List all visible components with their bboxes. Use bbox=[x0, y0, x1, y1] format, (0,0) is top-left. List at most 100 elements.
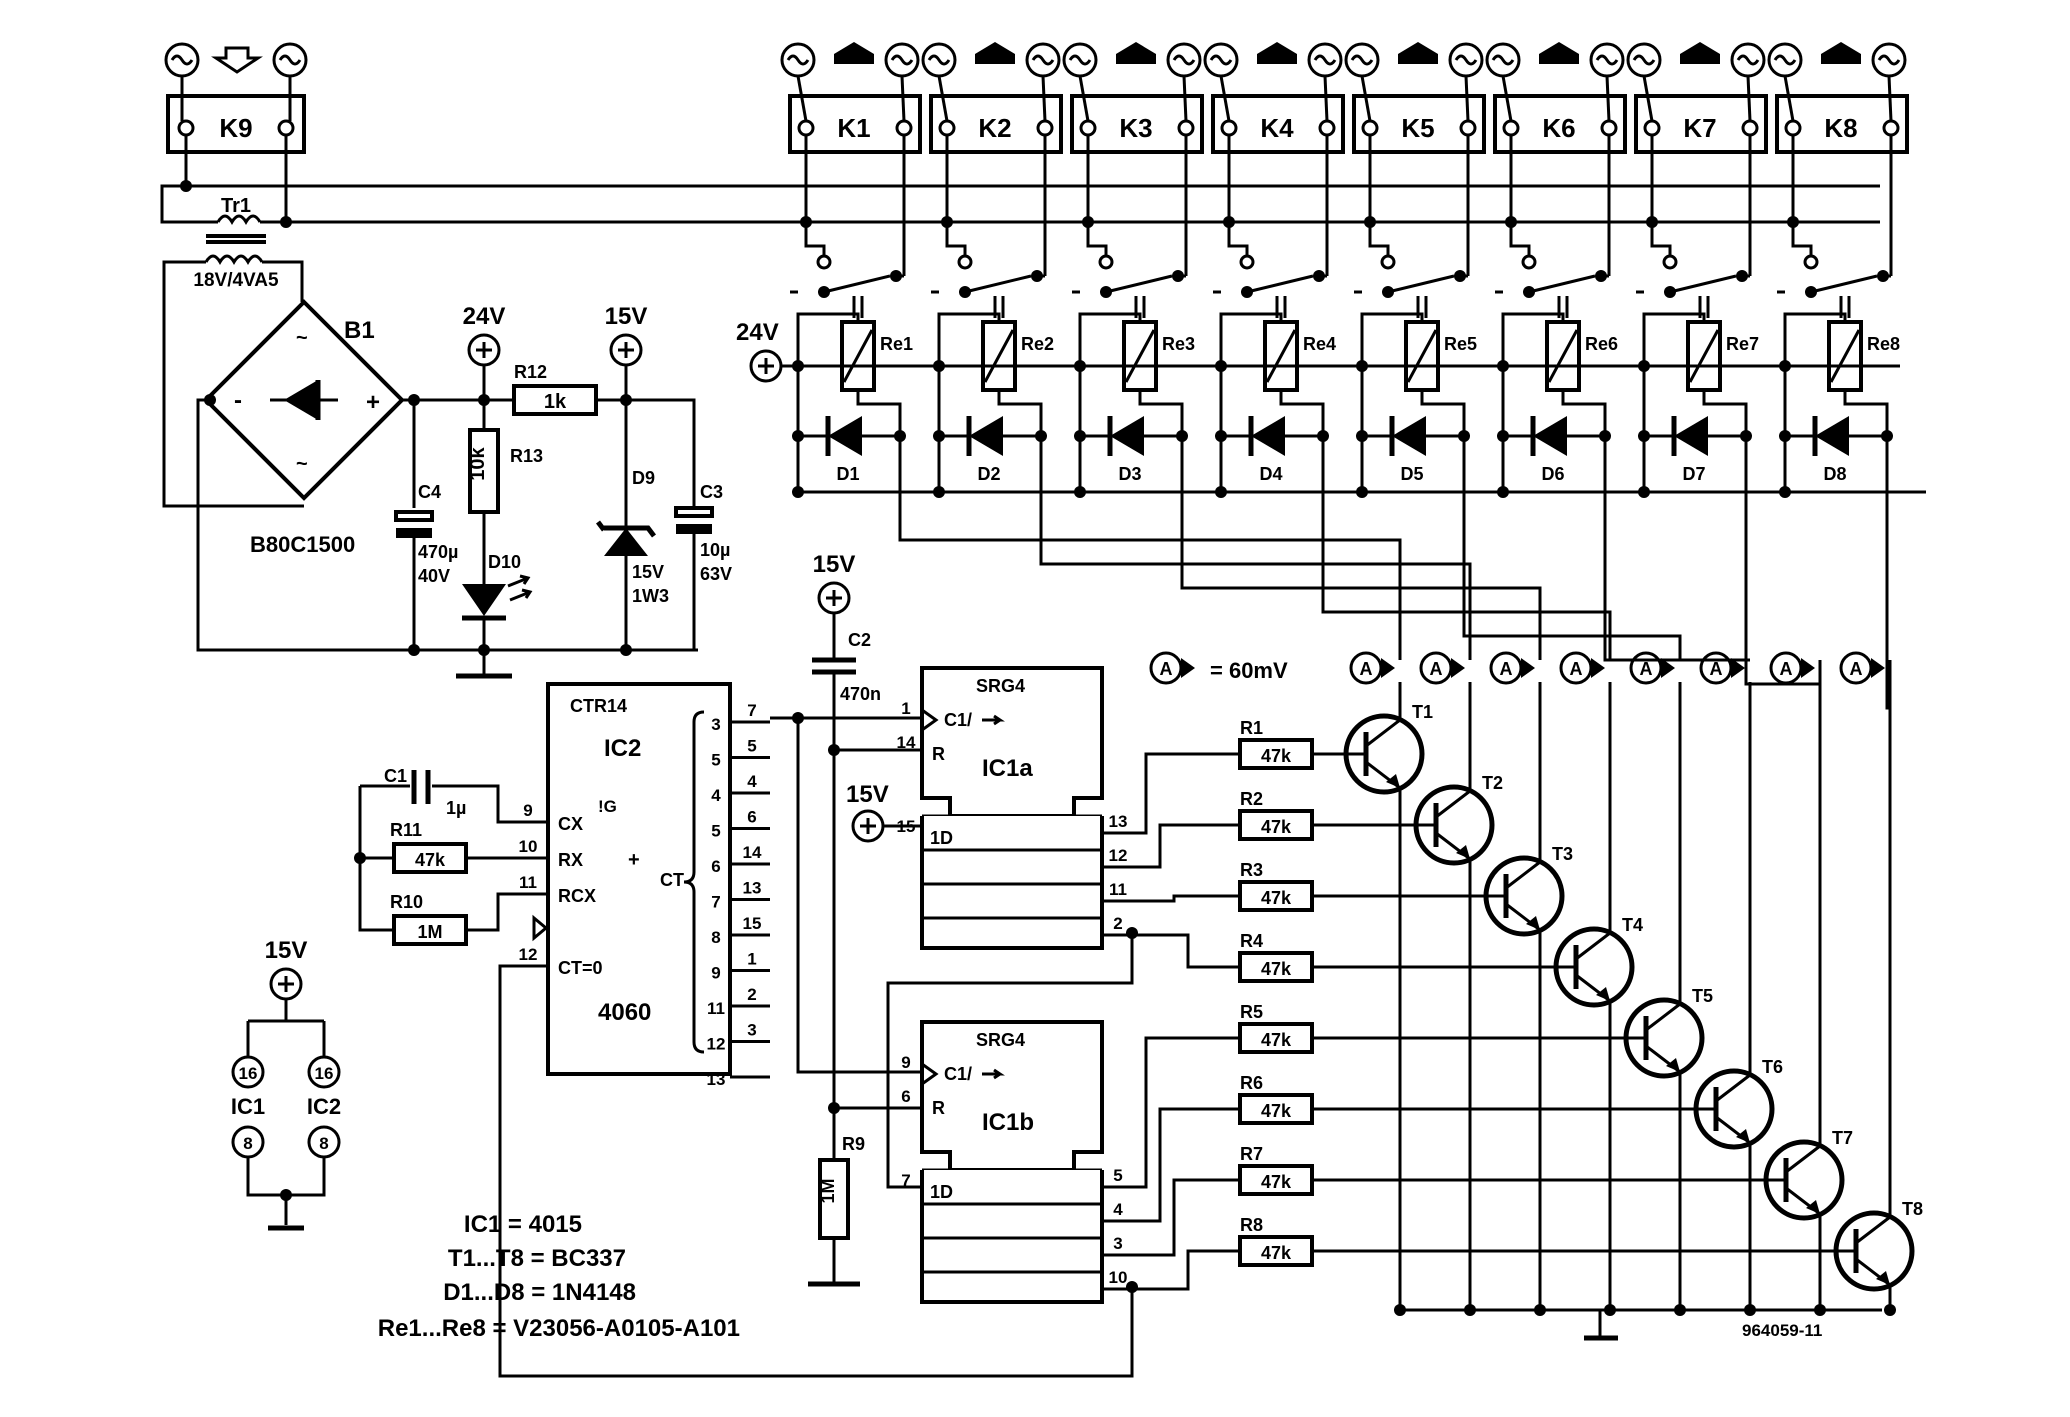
resistor-r4-value: 47k bbox=[1261, 959, 1292, 979]
ic2-pin-number: 11 bbox=[519, 873, 537, 892]
c3-value: 10µ bbox=[700, 540, 730, 560]
output-stages: K1Re1D1AK2Re2D2AK3Re3D3AK4Re4D4AK5Re5D5A… bbox=[780, 42, 1926, 710]
ac-terminal-icon bbox=[1062, 42, 1098, 78]
resistor-r2-label: R2 bbox=[1240, 789, 1263, 809]
resistor-r4 bbox=[1238, 951, 1314, 983]
ic1a-name: IC1a bbox=[982, 755, 1033, 782]
connector-k6-label: K6 bbox=[1542, 113, 1575, 143]
resistor-r2-value: 47k bbox=[1261, 817, 1292, 837]
transistor-t8 bbox=[1833, 1210, 1915, 1292]
ic2-g-label: !G bbox=[598, 797, 617, 816]
ic1a-output-pin: 12 bbox=[1109, 846, 1128, 865]
diode-d6 bbox=[1533, 416, 1567, 456]
ic1a-reset-pin: 14 bbox=[897, 733, 916, 752]
c3-label: C3 bbox=[700, 482, 723, 502]
svg-text:A: A bbox=[1780, 659, 1793, 679]
transistor-t2-label: T2 bbox=[1482, 773, 1503, 793]
transistor-t4 bbox=[1553, 926, 1635, 1008]
ic2-pin-number: 10 bbox=[519, 837, 538, 856]
transistor-t7 bbox=[1763, 1139, 1845, 1221]
diode-label-d4: D4 bbox=[1259, 464, 1282, 484]
relay-label-re3: Re3 bbox=[1162, 334, 1195, 354]
ic-power-pins: 15V 16 16 IC1 IC2 8 8 bbox=[231, 937, 341, 1231]
relay-label-re7: Re7 bbox=[1726, 334, 1759, 354]
resistor-r3-value: 47k bbox=[1261, 888, 1292, 908]
transistor-t3-label: T3 bbox=[1552, 844, 1573, 864]
relay-label-re4: Re4 bbox=[1303, 334, 1336, 354]
r10-label: R10 bbox=[390, 892, 423, 912]
resistor-r7-label: R7 bbox=[1240, 1144, 1263, 1164]
ic2-input-label: CX bbox=[558, 814, 583, 834]
connector-k3 bbox=[1070, 94, 1204, 154]
c2-15v-label: 15V bbox=[813, 551, 856, 578]
resistor-r6-value: 47k bbox=[1261, 1101, 1292, 1121]
r10-value: 1M bbox=[417, 922, 442, 942]
supply-15v-label: 15V bbox=[605, 303, 648, 330]
resistor-r12: 1k R12 bbox=[512, 362, 598, 416]
ic2-output-pin: 15 bbox=[743, 914, 762, 933]
output-arrow-icon bbox=[1680, 42, 1720, 64]
c4-label: C4 bbox=[418, 482, 441, 502]
ic2-output-bit: 11 bbox=[707, 999, 725, 1018]
ic1a-data-label: 1D bbox=[930, 828, 953, 848]
svg-text:A: A bbox=[1160, 659, 1173, 679]
ic1-vdd-pin: 16 bbox=[239, 1064, 258, 1083]
note-transistors: T1...T8 = BC337 bbox=[448, 1245, 626, 1272]
d10-label: D10 bbox=[488, 552, 521, 572]
ac-terminal-icon bbox=[1767, 42, 1803, 78]
c1-label: C1 bbox=[384, 766, 407, 786]
ic2-input-label: CT=0 bbox=[558, 958, 603, 978]
ic2-ct-label: CT bbox=[660, 870, 684, 890]
c1-value: 1µ bbox=[446, 798, 466, 818]
ic1b-reset-label: R bbox=[932, 1098, 945, 1118]
tr1-rating: 18V/4VA5 bbox=[193, 270, 279, 291]
capacitor-c4: C4 470µ 40V bbox=[394, 482, 458, 650]
b1-label: B1 bbox=[344, 317, 375, 344]
ic2-pin-number: 12 bbox=[519, 945, 538, 964]
diode-label-d3: D3 bbox=[1118, 464, 1141, 484]
d9-value: 15V bbox=[632, 562, 664, 582]
transistor-t6 bbox=[1693, 1068, 1775, 1150]
ic1b-name: IC1b bbox=[982, 1109, 1034, 1136]
k9-label: K9 bbox=[219, 113, 252, 143]
resistor-r6-label: R6 bbox=[1240, 1073, 1263, 1093]
svg-text:A: A bbox=[1500, 659, 1513, 679]
relay-label-re8: Re8 bbox=[1867, 334, 1900, 354]
ac-terminal-icon bbox=[1166, 42, 1202, 78]
note-ic1: IC1 = 4015 bbox=[464, 1211, 582, 1238]
resistor-r2 bbox=[1238, 809, 1314, 841]
ic2-output-bit: 9 bbox=[711, 964, 720, 983]
ic2-output-bit: 5 bbox=[711, 822, 720, 841]
ic2-output-pin: 4 bbox=[747, 772, 757, 791]
diode-label-d5: D5 bbox=[1400, 464, 1423, 484]
resistor-r8-label: R8 bbox=[1240, 1215, 1263, 1235]
ic1b-data-label: 1D bbox=[930, 1182, 953, 1202]
ac-terminal-icon bbox=[1025, 42, 1061, 78]
ac-terminal-icon bbox=[921, 42, 957, 78]
bridge-rectifier-b1: B1 - + ~ ~ B80C1500 bbox=[203, 299, 405, 557]
driver-transistors: 47kR1T147kR2T247kR3T347kR4T447kR5T547kR6… bbox=[1132, 682, 1923, 1316]
ic1b-data-pin: 7 bbox=[901, 1171, 910, 1190]
ic2-output-pin: 6 bbox=[747, 808, 756, 827]
output-arrow-icon bbox=[834, 42, 874, 64]
ic2-output-bit: 4 bbox=[711, 786, 721, 805]
r12-label: R12 bbox=[514, 362, 547, 382]
resistor-r8-value: 47k bbox=[1261, 1243, 1292, 1263]
c2-value: 470n bbox=[840, 684, 881, 704]
capacitor-c1: C1 1µ bbox=[358, 766, 548, 896]
ic1-gnd-pin: 8 bbox=[243, 1134, 252, 1153]
b1-minus: - bbox=[234, 387, 242, 414]
r9-label: R9 bbox=[842, 1134, 865, 1154]
ic2-output-pin: 13 bbox=[743, 879, 762, 898]
transistor-t2 bbox=[1413, 784, 1495, 866]
ic2-output-bit: 12 bbox=[707, 1035, 726, 1054]
